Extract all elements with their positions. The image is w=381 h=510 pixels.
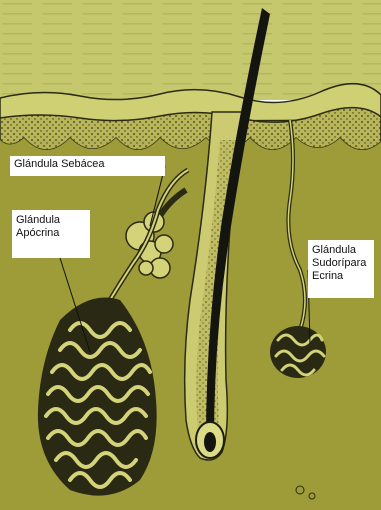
label-eccrine-line-1: Glándula (312, 244, 370, 257)
label-apocrine-line-1: Glándula (16, 214, 86, 227)
page-background (0, 0, 381, 100)
label-apocrine-line-2: Apócrina (16, 227, 86, 240)
dermal-papilla (204, 432, 216, 452)
label-sebaceous-gland-text: Glándula Sebácea (14, 158, 161, 171)
label-eccrine-line-3: Ecrina (312, 270, 370, 283)
eccrine-gland (270, 326, 326, 378)
label-eccrine-line-2: Sudorípara (312, 257, 370, 270)
label-eccrine-gland: Glándula Sudorípara Ecrina (308, 240, 374, 298)
label-apocrine-gland: Glándula Apócrina (12, 210, 90, 258)
label-sebaceous-gland: Glándula Sebácea (10, 156, 165, 176)
